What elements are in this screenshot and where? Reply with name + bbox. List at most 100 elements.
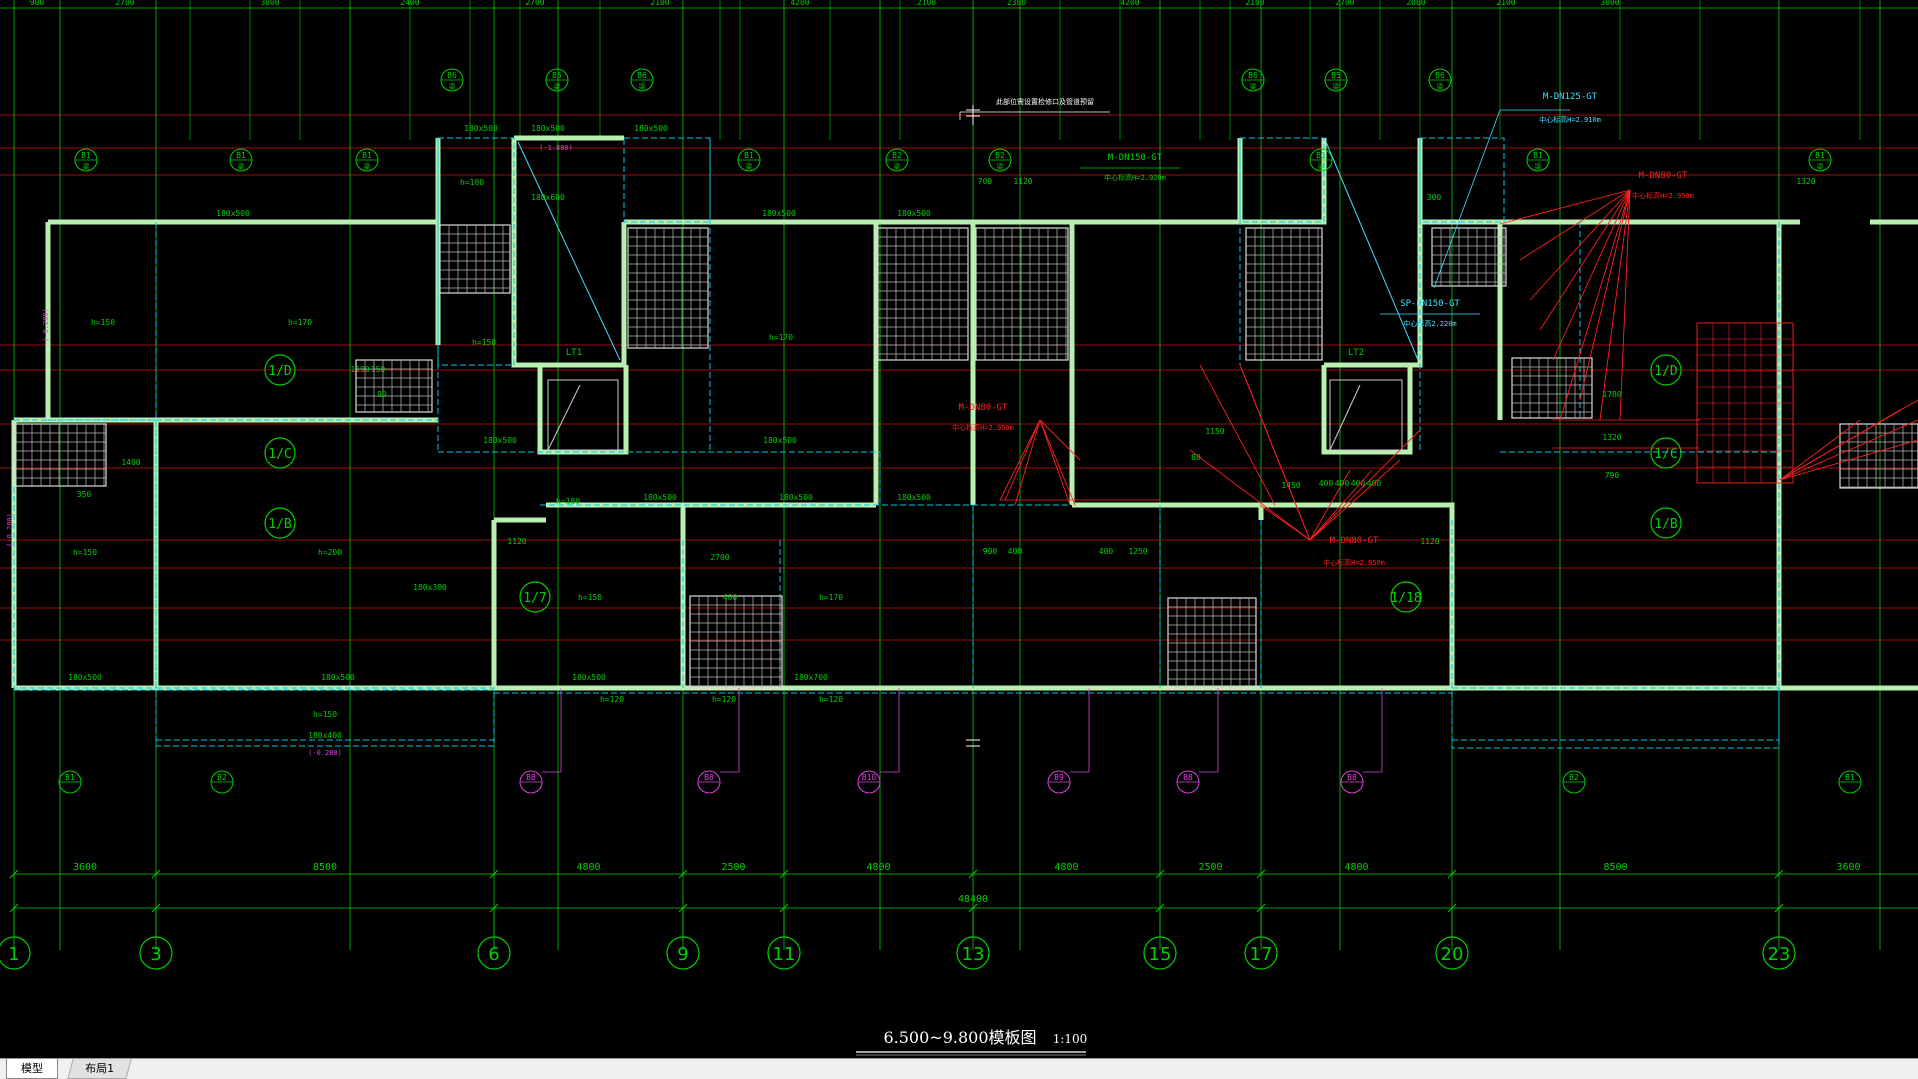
beam-size-label: 180x300 [413,583,447,592]
axis-label: 1 [8,944,19,965]
misc-dimension-text: 1190 [350,365,369,374]
line [489,869,499,879]
bottom-dimension-text: 2500 [721,862,745,873]
layout-tab-bar: 模型 布局1 [0,1058,1918,1079]
pipe-leader [1779,419,1918,481]
slab-opening-hatch [13,423,107,487]
total-dimension-text: 48400 [958,894,988,905]
axis-bubble [139,936,173,970]
top-dimension-text: 2300 [1007,0,1026,7]
misc-dimension-text: 400 [723,593,738,602]
slab-thickness-label: h=150 [472,338,496,347]
pipe-label: 中心标高H=2.910m [1539,115,1601,124]
bottom-dimension-text: 8500 [1603,862,1627,873]
pipe-leader [1579,189,1631,401]
lift-car [1329,379,1403,451]
misc-dimension-text: 400 [1099,547,1114,556]
beam-outline [1239,137,1325,223]
axis-bubble [1143,936,1177,970]
beam-tag-label: B1 [81,151,91,160]
side-axis-label: 1/D [1654,364,1678,379]
slab-opening-hatch [877,227,969,361]
beam-tag-label: B8 [526,773,536,782]
beam-outline [1451,687,1780,749]
top-dimension-text: 2100 [1496,0,1515,7]
pipe-leader [1239,364,1311,541]
axis-label: 15 [1149,944,1172,965]
mid-axis-bubble [519,581,551,613]
lift-shaft-diagonal [517,141,621,361]
pipe-leader [1189,449,1311,541]
bottom-dimension-text: 4800 [1054,862,1078,873]
beam-tag-sub: 梁 [83,162,90,171]
slab-opening-hatch [975,227,1069,361]
elevation-text: (-0.280) [42,308,50,342]
elevation-text: (-1.880) [539,144,573,152]
axis-bubble [956,936,990,970]
pipe-label: 中心标高2.220m [1403,319,1456,328]
pipe-label: M-DN125-GT [1543,92,1598,102]
beam-tag-sub: 梁 [364,162,371,171]
side-axis-label: 1/D [268,364,292,379]
misc-dimension-text: 400 [1351,479,1366,488]
beam-size-label: 180x500 [531,124,565,133]
top-dimension-text: 3000 [1600,0,1619,7]
line [1155,869,1165,879]
elevation-text: (-0.280) [6,513,14,547]
beam-tag-label: B9 [1054,773,1064,782]
beam-tag-sub: 梁 [238,162,245,171]
side-axis-bubble [1650,437,1682,469]
bottom-dimension-text: 4800 [866,862,890,873]
side-axis-bubble [264,354,296,386]
beam-tag-label: B1 [362,151,372,160]
axis-bubble [1244,936,1278,970]
top-dimension-text: 2000 [1406,0,1425,7]
top-dimension-text: 3000 [260,0,279,7]
bottom-dimension-text: 3600 [73,862,97,873]
misc-dimension-text: 1250 [1128,547,1147,556]
beam-tag-label: B5 [552,71,562,80]
axis-label: 9 [677,944,688,965]
line [9,869,19,879]
axis-bubble [0,936,31,970]
slab-thickness-label: h=150 [578,593,602,602]
side-axis-bubble [264,437,296,469]
beam-size-label: 180x500 [321,673,355,682]
slab-thickness-label: h=120 [819,695,843,704]
lift-car [547,379,619,451]
pipe-leader [1309,459,1401,541]
line [151,869,161,879]
lift-shaft-diagonal [1325,141,1419,361]
axis-bubble [477,936,511,970]
slab-opening-hatch [689,595,783,689]
slab-thickness-label: h=200 [318,548,342,557]
misc-dimension-text: 80 [1191,453,1201,462]
drawing-title: 6.500~9.800模板图 [883,1028,1036,1047]
beam-tag-label: B5 [1331,71,1341,80]
tab-layout1[interactable]: 布局1 [67,1059,132,1079]
slab-thickness-label: h=170 [769,333,793,342]
pipe-leader [1559,189,1631,421]
line [1447,869,1457,879]
tab-model[interactable]: 模型 [6,1059,58,1079]
misc-dimension-text: 1120 [507,537,526,546]
line [1433,109,1501,289]
slab-thickness-label: h=180 [556,497,580,506]
pipe-label: 中心标高H=2.950m [952,423,1014,432]
beam-tag-label: B1 [744,151,754,160]
line [1774,869,1784,879]
bottom-dimension-text: 2500 [1198,862,1222,873]
axis-label: 11 [773,944,796,965]
axis-bubble [1435,936,1469,970]
beam-size-label: 180x700 [794,673,828,682]
axis-label: 3 [150,944,161,965]
side-axis-label: 1/B [268,517,292,532]
beam-tag-label: B8 [1347,773,1357,782]
slab-thickness-label: h=120 [600,695,624,704]
beam-size-label: 180x500 [216,209,250,218]
side-axis-label: 1/B [1654,517,1678,532]
beam-size-label: 180x500 [763,436,797,445]
beam-tag-sub: 梁 [894,162,901,171]
